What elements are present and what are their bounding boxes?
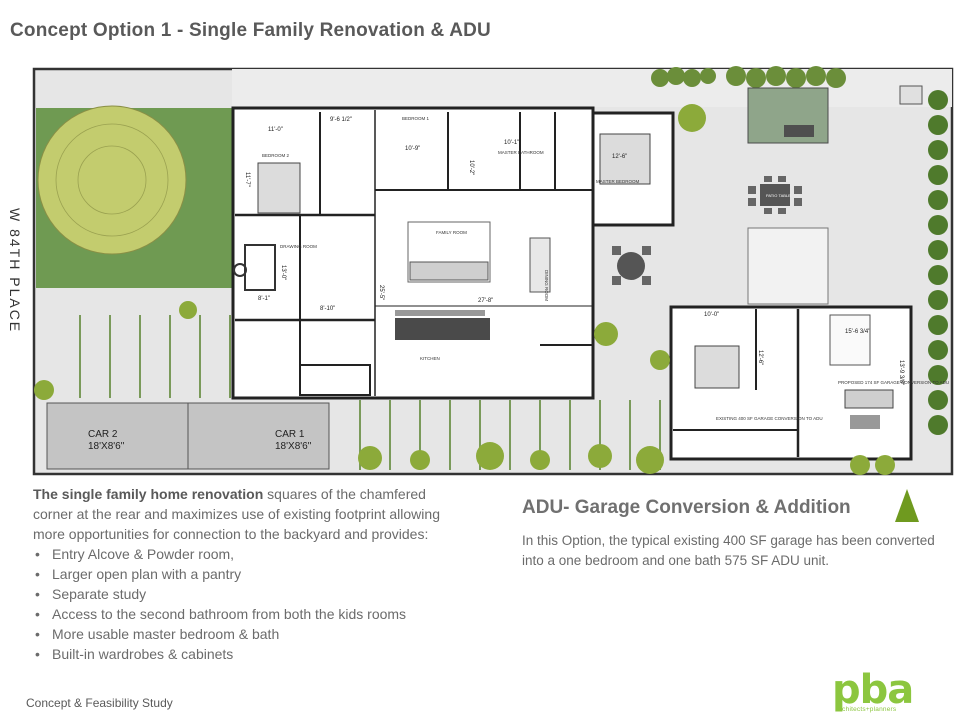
dim-label: 10'-1": [504, 140, 519, 146]
description-lead-text: squares of the chamfered corner at the r…: [33, 486, 440, 542]
list-item: Access to the second bathroom from both …: [33, 604, 453, 624]
dim-label: 11'-0": [268, 127, 283, 133]
adu-description: In this Option, the typical existing 400…: [522, 533, 935, 568]
logo-tagline: architects+planners: [836, 706, 897, 713]
room-label-kitchen: KITCHEN: [420, 356, 440, 361]
adu-building: [669, 305, 913, 461]
site-floor-plan: PATIO TABLE BEDROOM 2 BEDROOM 1 MASTE: [7, 66, 954, 476]
dim-label: 10'-0": [704, 312, 719, 318]
description-lead-bold: The single family home renovation: [33, 486, 264, 502]
dim-label: 27'-8": [478, 298, 493, 304]
list-item: Entry Alcove & Powder room,: [33, 544, 453, 564]
dim-label: 12'-6": [757, 350, 763, 365]
street-label: W 84TH PLACE: [7, 208, 23, 333]
car-label: CAR 1: [275, 429, 305, 440]
room-label-master-bedroom: MASTER BEDROOM: [596, 179, 640, 184]
room-label-bedroom1: BEDROOM 1: [402, 116, 430, 121]
car-label: CAR 2: [88, 429, 118, 440]
triangle-icon: [895, 489, 919, 522]
logo-mark: pba: [832, 667, 914, 713]
footer-text: Concept & Feasibility Study: [26, 696, 173, 710]
dim-label: 9'-6 1/2": [330, 117, 352, 123]
feature-list: Entry Alcove & Powder room, Larger open …: [33, 544, 453, 664]
dim-label: 10'-2": [468, 160, 474, 175]
description-block: The single family home renovation square…: [33, 484, 453, 664]
room-label-master-bathroom: MASTER BATHROOM: [498, 150, 544, 155]
dim-label: 8'-1": [258, 296, 270, 302]
dim-label: 8'-10": [320, 306, 335, 312]
room-label-proposed-addition: PROPOSED 174 SF GARAGE CONVERSION TO ADU: [838, 380, 949, 385]
patio-table: [748, 176, 802, 214]
main-house: [231, 106, 675, 400]
list-item: More usable master bedroom & bath: [33, 624, 453, 644]
dim-label: 13'-0": [280, 265, 286, 280]
hedge-right: [928, 90, 948, 435]
dim-label: 12'-6": [612, 154, 627, 160]
dim-label: 11'-7": [244, 172, 250, 187]
room-label-bedroom2: BEDROOM 2: [262, 153, 290, 158]
dim-label: 15'-6 3/4": [845, 329, 870, 335]
tree-canopy: [37, 105, 187, 255]
patio-table-label: PATIO TABLE: [766, 193, 791, 198]
dim-label: 25'-5": [378, 285, 384, 300]
room-label-drawing-room: DRAWING ROOM: [280, 244, 317, 249]
shrubs: [34, 104, 895, 475]
list-item: Larger open plan with a pantry: [33, 564, 453, 584]
dim-label: 13'-9 3/8": [898, 360, 904, 385]
paver-area: [747, 227, 829, 305]
hedge-top: [651, 66, 846, 88]
pba-logo: pba architects+planners: [832, 670, 922, 715]
room-label-family-room: FAMILY ROOM: [436, 230, 467, 235]
car-size: 18'X8'6": [88, 441, 125, 452]
planting-strips: [79, 315, 661, 470]
car-size: 18'X8'6": [275, 441, 312, 452]
dim-label: 10'-9": [405, 146, 420, 152]
adu-heading: ADU- Garage Conversion & Addition: [522, 497, 851, 518]
round-table: [612, 246, 651, 285]
list-item: Built-in wardrobes & cabinets: [33, 644, 453, 664]
room-label-existing-garage: EXISTING 400 SF GARAGE CONVERSION TO ADU: [716, 416, 823, 421]
page-title: Concept Option 1 - Single Family Renovat…: [10, 20, 491, 41]
room-label-dining-room: DINING ROOM: [544, 270, 549, 301]
list-item: Separate study: [33, 584, 453, 604]
